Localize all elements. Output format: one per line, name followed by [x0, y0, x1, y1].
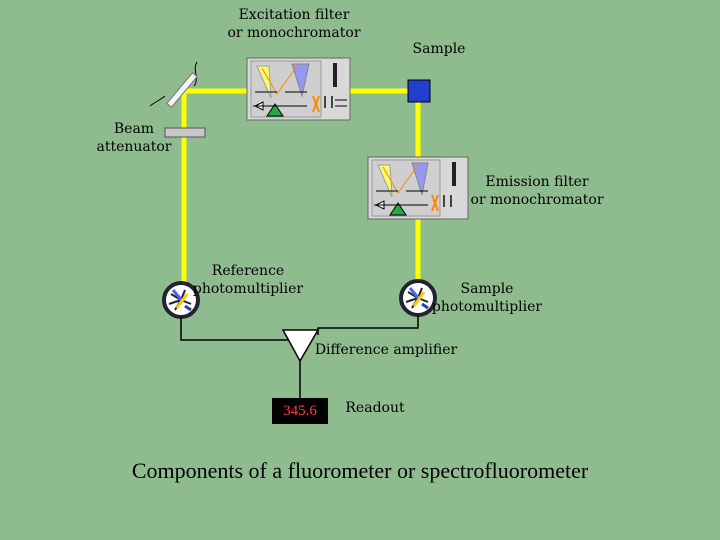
- reference-photomultiplier-label: Reference photomultiplier: [190, 262, 306, 298]
- emission-monochromator: [367, 156, 469, 220]
- sample-photomultiplier-label: Sample photomultiplier: [428, 280, 546, 316]
- readout-display: 345.6: [272, 398, 328, 424]
- sample-cell: [407, 79, 431, 103]
- beam-attenuator-label-line2: attenuator: [96, 139, 172, 155]
- difference-amplifier-label: Difference amplifier: [314, 342, 458, 358]
- excitation-monochromator: [246, 57, 351, 121]
- excitation-label-line2: or monochromator: [227, 25, 361, 41]
- diagram-caption: Components of a fluorometer or spectrofl…: [131, 458, 589, 483]
- signal-wiring: [180, 315, 419, 398]
- sample-label: Sample: [412, 41, 466, 57]
- light-source-mirror: [149, 61, 198, 108]
- reference-label-line2: photomultiplier: [192, 281, 304, 297]
- readout-label: Readout: [345, 400, 405, 416]
- reference-label-line1: Reference: [211, 263, 285, 279]
- sample-pm-label-line1: Sample: [460, 281, 514, 297]
- sample-wire: [317, 315, 419, 335]
- emission-label: Emission filter or monochromator: [470, 173, 604, 209]
- reference-wire: [180, 317, 290, 341]
- beam-attenuator: [164, 127, 206, 138]
- excitation-label-line1: Excitation filter: [238, 7, 350, 23]
- reference-photomultiplier-icon: [162, 281, 200, 319]
- beam-attenuator-label: Beam attenuator: [90, 120, 178, 156]
- beam-attenuator-label-line1: Beam: [113, 121, 155, 137]
- emission-label-line1: Emission filter: [485, 174, 589, 190]
- sample-pm-label-line2: photomultiplier: [431, 299, 543, 315]
- excitation-label: Excitation filter or monochromator: [218, 6, 370, 42]
- difference-amplifier-icon: [281, 329, 320, 363]
- emission-label-line2: or monochromator: [470, 192, 604, 208]
